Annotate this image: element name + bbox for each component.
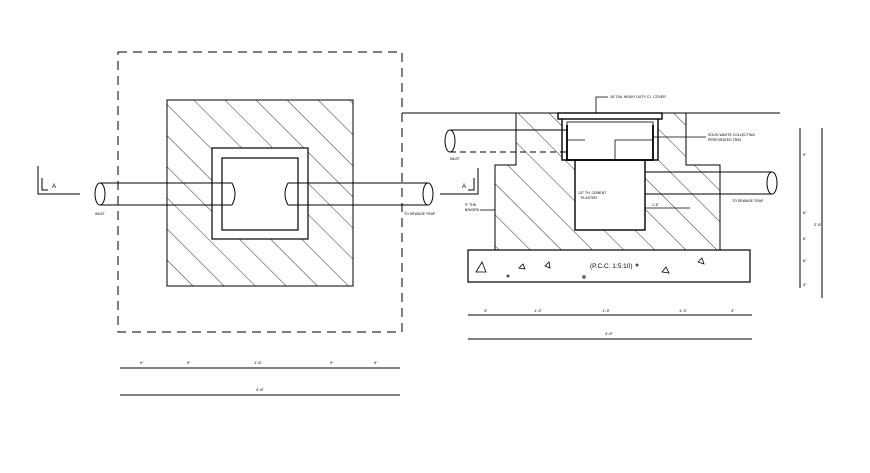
plan-overall-dim: 4'-6" [256, 387, 265, 392]
section-overall-height: 2'-6" [814, 222, 823, 227]
svg-text:INLET: INLET [450, 157, 461, 161]
svg-text:9": 9" [330, 360, 334, 365]
svg-text:9": 9" [803, 152, 807, 157]
svg-text:TO SEWAGE TRAP: TO SEWAGE TRAP [732, 199, 764, 203]
plan-chamber-inner [221, 157, 299, 231]
section-outlet-pipe [645, 171, 778, 195]
svg-text:SOLID WASTE COLLECTING: SOLID WASTE COLLECTING [708, 133, 755, 137]
svg-text:1'-3": 1'-3" [679, 308, 688, 313]
svg-text:1'-3": 1'-3" [534, 308, 543, 313]
section-overall-dim: 4'-6" [605, 331, 614, 336]
svg-text:18" DIA. HEAVY DUTY C.I. COVER: 18" DIA. HEAVY DUTY C.I. COVER [610, 95, 666, 99]
plan-outlet-label: TO SEWAGE TRAP [404, 212, 436, 216]
plan-view: A A INLET TO SEWAGE TRAP 9" 9" 1'-6" 9" … [37, 51, 479, 396]
svg-text:6": 6" [803, 210, 807, 215]
pcc-base [467, 249, 751, 283]
svg-text:1'-3": 1'-3" [602, 308, 611, 313]
section-inlet-pipe [444, 129, 568, 153]
plan-inlet-label: INLET [95, 212, 106, 216]
svg-text:6": 6" [803, 236, 807, 241]
svg-text:3": 3" [731, 308, 735, 313]
plan-outer-dashed-boundary [117, 51, 403, 333]
svg-text:1'-6": 1'-6" [254, 360, 263, 365]
svg-text:A: A [52, 184, 56, 190]
section-view: (P.C.C. 1:5:10) 18" DIA. HEAVY DUTY C.I.… [402, 95, 823, 340]
svg-text:9": 9" [374, 360, 378, 365]
svg-text:9" THK.: 9" THK. [465, 203, 477, 207]
section-marker-right: A [440, 168, 479, 195]
plan-outlet-pipe [284, 182, 434, 206]
svg-text:3": 3" [484, 308, 488, 313]
section-annotations: 18" DIA. HEAVY DUTY C.I. COVER SOLID WAS… [450, 95, 764, 212]
pcc-label: (P.C.C. 1:5:10) [590, 263, 633, 270]
svg-text:9": 9" [140, 360, 144, 365]
section-vertical-dimensions: 9" 6" 6" 6" 3" 2'-6" [799, 128, 823, 298]
svg-text:6": 6" [803, 258, 807, 263]
svg-text:1/2" TH. CEMENT: 1/2" TH. CEMENT [578, 191, 607, 195]
pcc-aggregate-marks [475, 257, 705, 279]
svg-text:B/WORK: B/WORK [465, 208, 480, 212]
section-marker-left: A [37, 166, 80, 195]
svg-text:9": 9" [187, 360, 191, 365]
svg-text:3": 3" [803, 282, 807, 287]
svg-text:A: A [462, 184, 466, 190]
svg-text:PERFORATED TRAY: PERFORATED TRAY [708, 138, 742, 142]
svg-text:1'-6": 1'-6" [652, 203, 660, 207]
section-dimension-line: 3" 1'-3" 1'-3" 1'-3" 3" 4'-6" [468, 308, 752, 340]
plan-inlet-pipe [94, 182, 236, 206]
section-chamber [557, 112, 663, 231]
plan-dimension-line: 9" 9" 1'-6" 9" 9" 4'-6" [120, 360, 400, 396]
svg-text:PLASTER: PLASTER [581, 196, 597, 200]
